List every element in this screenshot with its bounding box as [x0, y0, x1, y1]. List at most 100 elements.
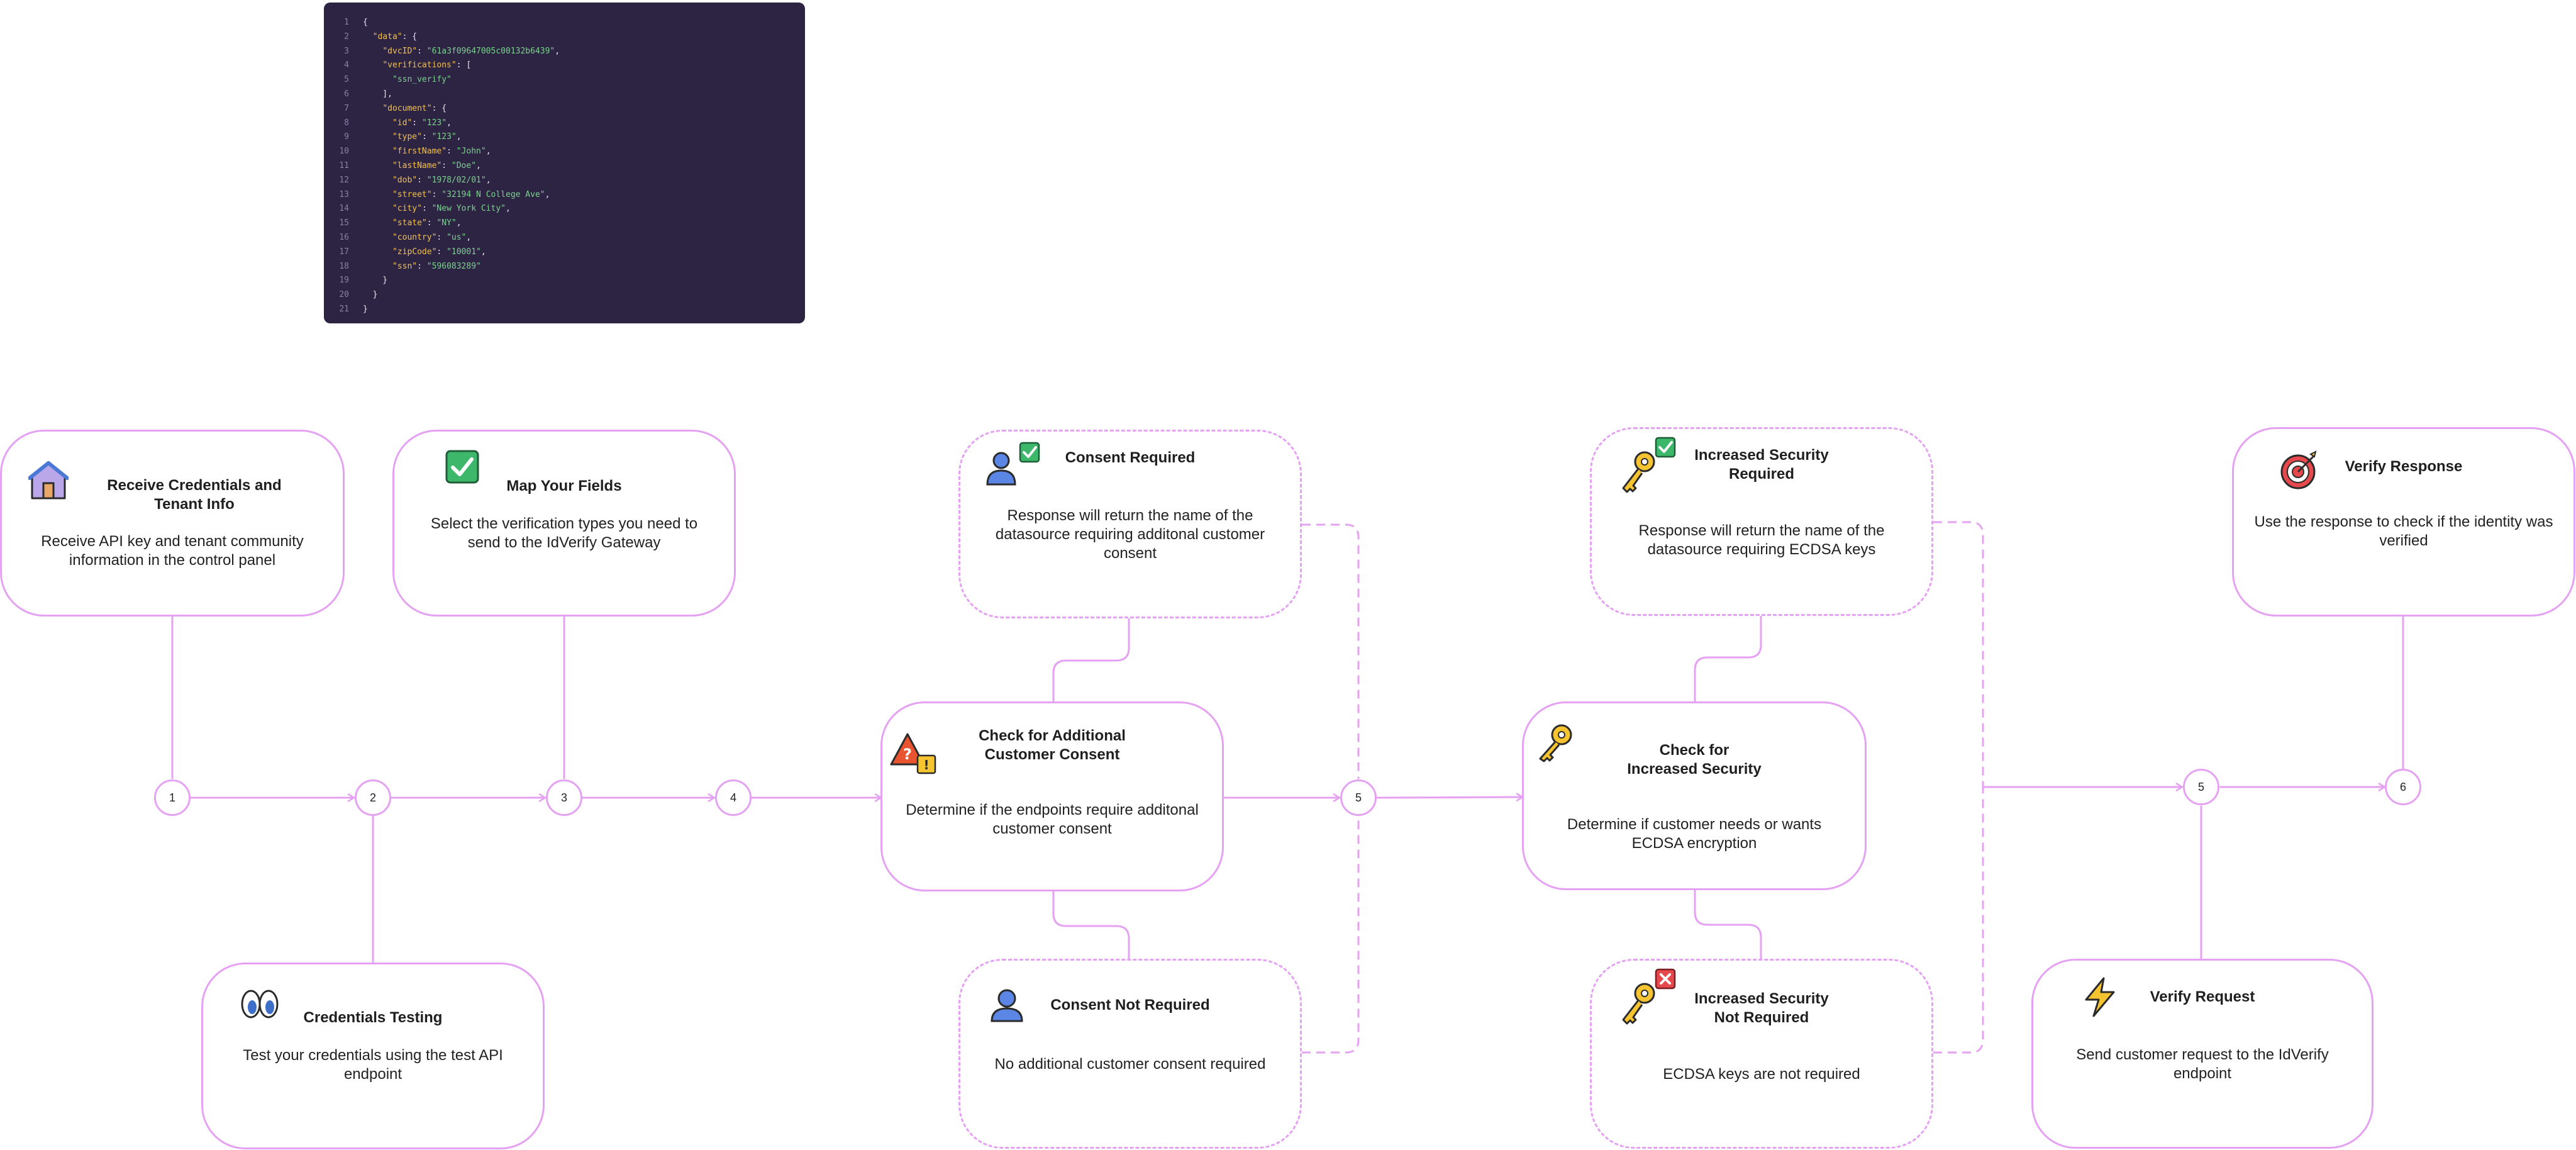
node-description: Select the verification types you need t… [430, 515, 698, 551]
code-token: "us" [447, 232, 467, 242]
code-token: "street" [392, 189, 432, 199]
node-description: No additional customer consent required [994, 1056, 1266, 1073]
code-token: "type" [392, 132, 422, 142]
node-verify-request: Verify Request Send customer request to … [2031, 959, 2373, 1149]
code-token: : [441, 160, 452, 170]
code-token: , [480, 247, 486, 257]
node-consent-not-required: Consent Not Required No additional custo… [958, 959, 1302, 1149]
code-token: , [456, 132, 462, 142]
edge-check-consent-to-consent-not-required [1052, 891, 1130, 959]
node-title: Increased Security Not Required [1694, 990, 1829, 1026]
edge-check-consent-to-consent-required [1052, 617, 1130, 701]
line-number: 6 [344, 89, 349, 99]
code-token: , [506, 204, 511, 214]
node-receive-credentials: Receive Credentials and Tenant Info Rece… [0, 430, 345, 617]
step-2: 2 [355, 779, 391, 816]
code-token: , [555, 46, 560, 56]
line-number: 14 [339, 204, 349, 214]
key-check-icon [1617, 435, 1680, 498]
node-description: Response will return the name of the dat… [995, 507, 1265, 562]
code-token: "ssn_verify" [392, 75, 452, 85]
code-token: "10001" [447, 247, 481, 257]
code-token: "id" [392, 118, 413, 128]
code-token: "123" [431, 132, 457, 142]
node-check-consent: ? ! Check for Additional Customer Consen… [880, 701, 1224, 891]
code-token: "verifications" [382, 60, 457, 70]
line-number: 7 [344, 103, 349, 113]
line-number: 2 [344, 31, 349, 42]
code-token: "596083289" [426, 261, 481, 271]
code-line: 11 "lastName": "Doe", [324, 159, 805, 174]
node-security-required: Increased Security Required Response wil… [1590, 427, 1933, 616]
code-line: 7 "document": { [324, 102, 805, 116]
code-token: , [545, 189, 550, 199]
node-title: Increased Security Required [1694, 447, 1829, 483]
node-description: Receive API key and tenant community inf… [41, 533, 304, 569]
node-title: Receive Credentials and Tenant Info [107, 477, 282, 513]
line-number: 12 [339, 175, 349, 185]
code-token: "city" [392, 204, 422, 214]
code-token: : [421, 204, 432, 214]
line-number: 10 [339, 147, 349, 157]
step-1: 1 [154, 779, 191, 816]
step-5-consent: 5 [1340, 779, 1377, 816]
node-verify-response: Verify Response Use the response to chec… [2232, 427, 2575, 617]
code-token: , [486, 147, 491, 157]
node-description: Determine if customer needs or wants ECD… [1567, 816, 1822, 852]
code-line: 14 "city": "New York City", [324, 202, 805, 216]
code-token: : [436, 232, 447, 242]
dashed-consent-not-required-to-step5 [1302, 816, 1360, 1054]
node-title: Credentials Testing [303, 1009, 443, 1026]
node-map-fields: Map Your Fields Select the verification … [392, 430, 736, 617]
code-token: "firstName" [392, 147, 447, 157]
node-credentials-testing: Credentials Testing Test your credential… [201, 963, 545, 1149]
code-line: 5 "ssn_verify" [324, 73, 805, 87]
line-number: 15 [339, 218, 349, 228]
code-token: "1978/02/01" [426, 175, 486, 185]
code-line: 17 "zipCode": "10001", [324, 245, 805, 260]
node-description: Use the response to check if the identit… [2254, 513, 2553, 549]
code-line: 15 "state": "NY", [324, 216, 805, 231]
svg-text:?: ? [903, 745, 912, 763]
edge-check-security-to-security-required [1694, 615, 1762, 701]
node-description: Response will return the name of the dat… [1638, 522, 1885, 558]
node-description: Test your credentials using the test API… [243, 1047, 503, 1083]
code-token: ], [363, 89, 392, 99]
svg-text:!: ! [923, 757, 929, 773]
code-token: , [466, 232, 472, 242]
line-number: 4 [344, 60, 349, 70]
code-token: "dob" [392, 175, 418, 185]
code-line: 18 "ssn": "596083289" [324, 260, 805, 274]
code-token: "32194 N College Ave" [441, 189, 545, 199]
code-token: : [ [456, 60, 472, 70]
node-description: ECDSA keys are not required [1663, 1066, 1860, 1083]
code-token: , [476, 160, 481, 170]
code-token: { [363, 18, 368, 27]
code-token: "lastName" [392, 160, 442, 170]
code-token: : [417, 46, 427, 56]
line-number: 17 [339, 247, 349, 257]
code-token: : [417, 175, 427, 185]
node-title: Check for Additional Customer Consent [979, 727, 1126, 763]
code-token: "Doe" [451, 160, 477, 170]
code-line: 8 "id": "123", [324, 116, 805, 131]
code-token: : [412, 118, 422, 128]
code-token: : [417, 261, 427, 271]
code-token: , [486, 175, 491, 185]
code-token: "NY" [436, 218, 457, 228]
user-icon [989, 987, 1030, 1027]
step-6: 6 [2385, 769, 2421, 805]
user-check-icon [985, 438, 1048, 486]
node-title: Verify Response [2345, 458, 2463, 475]
key-cross-icon [1617, 967, 1680, 1030]
line-number: 1 [344, 18, 349, 27]
code-token: } [363, 290, 378, 300]
code-token: "document" [382, 103, 432, 113]
checkmark-icon [445, 449, 485, 489]
edge-check-security-to-security-not-required [1694, 890, 1762, 959]
code-token: } [363, 276, 388, 286]
dashed-security-required-to-merge [1933, 521, 1984, 787]
node-title: Verify Request [2150, 988, 2255, 1005]
node-title: Consent Not Required [1050, 996, 1210, 1013]
line-number: 20 [339, 290, 349, 300]
